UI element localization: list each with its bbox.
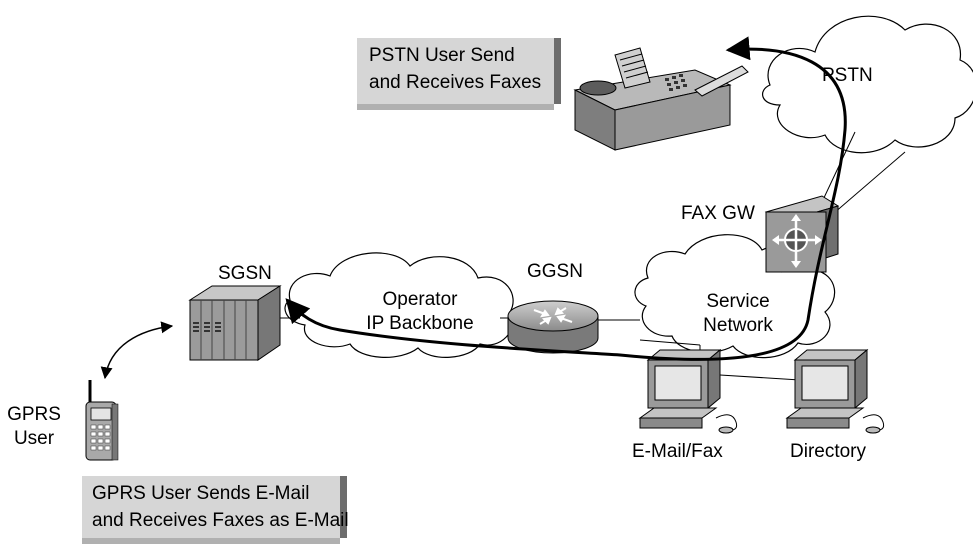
directory-label: Directory xyxy=(790,441,867,462)
sgsn-label: SGSN xyxy=(218,263,272,284)
fax-gw-label: FAX GW xyxy=(681,203,755,224)
email-fax-workstation-icon xyxy=(638,348,738,434)
fax-email-path xyxy=(285,36,847,361)
sgsn-switch-icon xyxy=(188,285,282,361)
service-network-label: Service Network xyxy=(688,290,788,338)
service-network-label-line1: Service xyxy=(706,291,770,312)
pstn-cloud-icon xyxy=(762,15,973,154)
service-network-label-line2: Network xyxy=(703,315,773,336)
gprs-user-label-line2: User xyxy=(13,428,55,449)
router-icon xyxy=(507,300,599,354)
operator-backbone-label-line2: IP Backbone xyxy=(366,313,474,334)
fax-machine-icon xyxy=(573,47,749,151)
pstn-label: PSTN xyxy=(822,65,873,86)
operator-backbone-label-line1: Operator xyxy=(382,289,458,310)
gprs-user-callout-line2: and Receives Faxes as E-Mail xyxy=(92,510,349,531)
mobile-phone-icon xyxy=(85,380,119,461)
handset-link-arrow xyxy=(100,321,174,380)
gprs-user-label-line1: GPRS xyxy=(7,404,61,425)
gprs-user-callout: GPRS User Sends E-Mail and Receives Faxe… xyxy=(82,476,349,538)
gprs-user-callout-line1: GPRS User Sends E-Mail xyxy=(92,483,310,504)
pstn-user-callout-line1: PSTN User Send xyxy=(369,45,515,66)
email-fax-label: E-Mail/Fax xyxy=(632,441,723,462)
operator-backbone-label: Operator IP Backbone xyxy=(365,288,475,336)
pstn-user-callout-line2: and Receives Faxes xyxy=(369,72,542,93)
gprs-user-label: GPRS User xyxy=(6,403,62,451)
fax-gateway-icon xyxy=(764,195,840,273)
ggsn-label: GGSN xyxy=(527,261,583,282)
directory-workstation-icon xyxy=(785,348,885,434)
pstn-user-callout: PSTN User Send and Receives Faxes xyxy=(357,38,554,104)
